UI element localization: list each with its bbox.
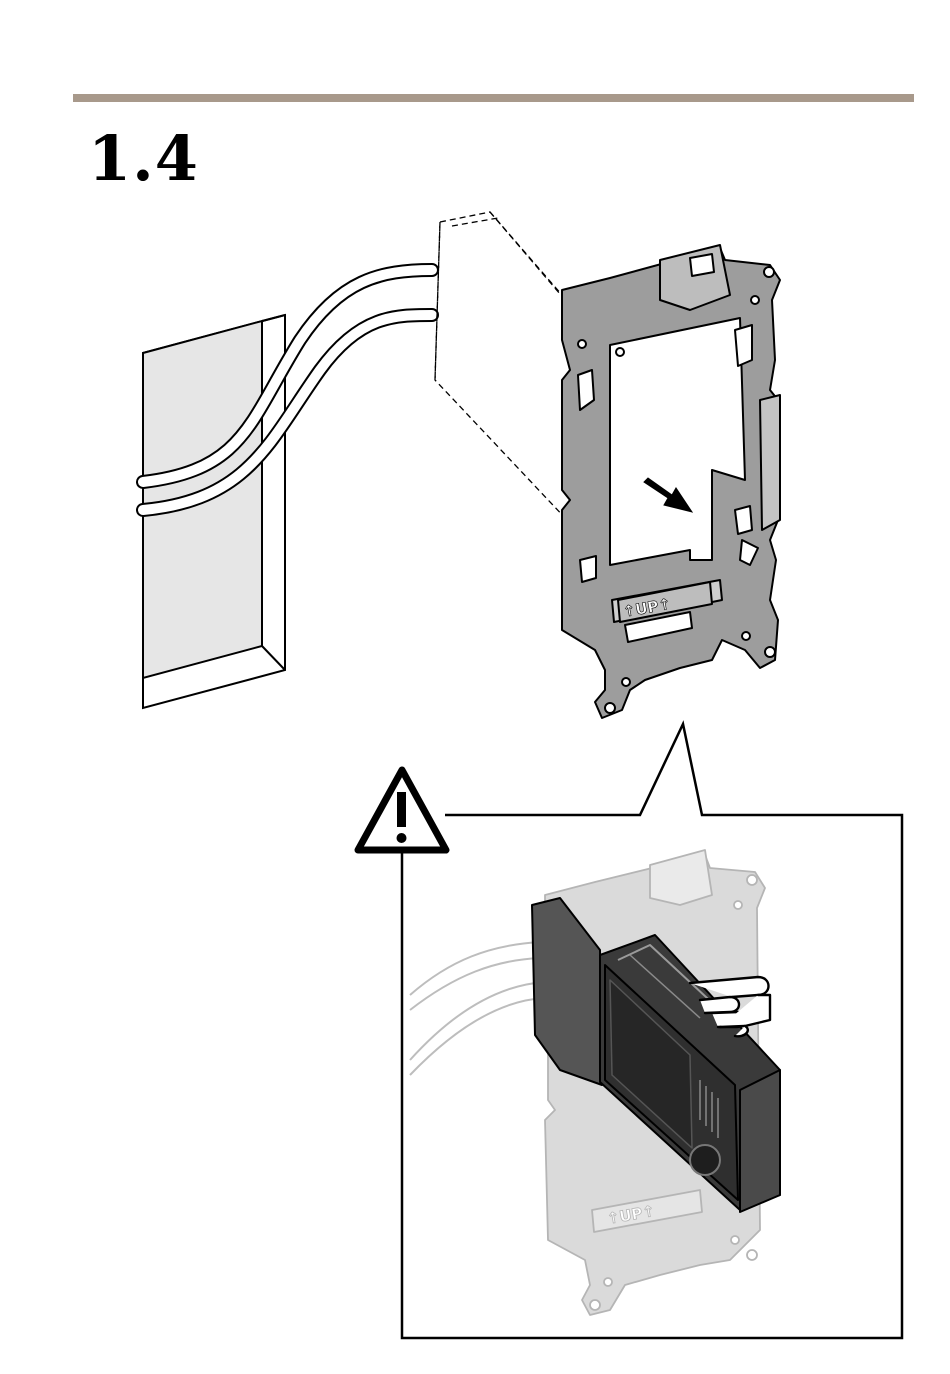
warning-triangle-icon [358,770,446,850]
detail-cables [410,942,545,1075]
mounting-bracket [562,245,780,718]
